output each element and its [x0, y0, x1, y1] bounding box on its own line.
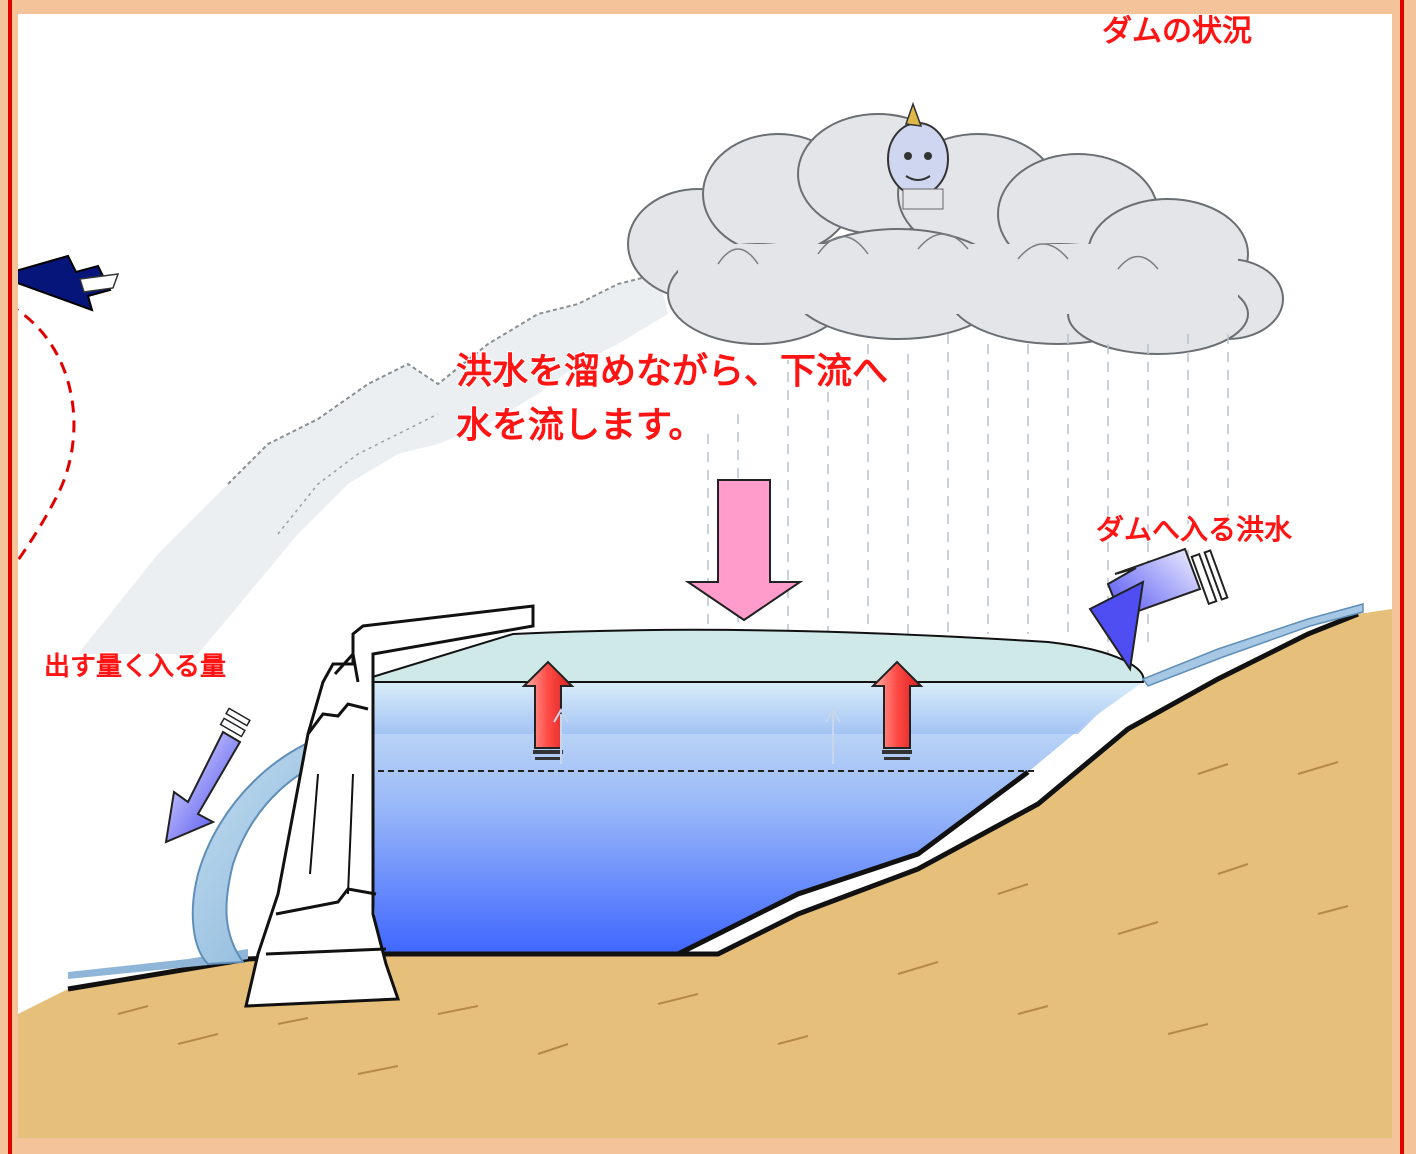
outflow-label: 出す量く入る量 [44, 652, 227, 682]
main-caption-line1: 洪水を溜めながら、下流へ [456, 351, 889, 392]
oni-character-icon [887, 101, 949, 210]
dam-inflow-arrow [1088, 547, 1229, 672]
dam-outflow-arrow [164, 707, 251, 844]
water-level-rise-arrow-right [870, 660, 924, 760]
rain-inflow-arrow [684, 479, 804, 622]
inflow-stream [1141, 603, 1364, 687]
mountain-mist [78, 273, 668, 654]
dam-body [244, 604, 535, 1008]
slide-frame [8, 0, 1404, 1154]
red-dashed-arc [18, 308, 76, 563]
title-label: ダムの状況 [1102, 14, 1252, 49]
dam-illustration-panel: ダムの状況 洪水を溜めながら、下流へ 水を流します。 ダムへ入る洪水 出す量く入… [18, 14, 1392, 1138]
storm-cloud [627, 113, 1284, 355]
dam-illustration [18, 101, 1392, 1138]
navy-pointer-arrow [18, 254, 120, 312]
inflow-label: ダムへ入る洪水 [1096, 513, 1293, 546]
main-caption-line2: 水を流します。 [456, 405, 705, 446]
ghost-up-arrows [553, 708, 841, 764]
